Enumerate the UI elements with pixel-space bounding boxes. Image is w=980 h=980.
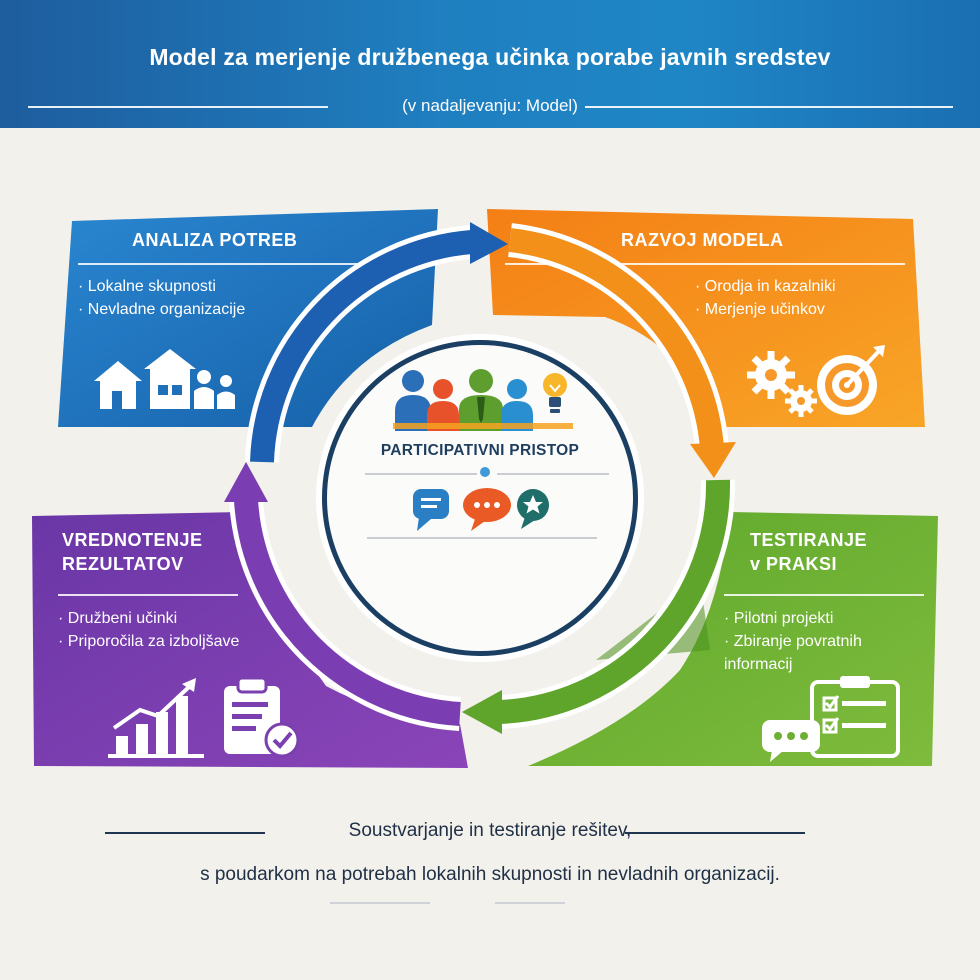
footer-divider-bottom-right	[495, 902, 565, 904]
panel-razvoj-divider	[505, 263, 905, 265]
list-item: Družbeni učinki	[58, 607, 239, 630]
page-subtitle: (v nadaljevanju: Model)	[402, 96, 578, 115]
panel-testiranje-title-line2: v PRAKSI	[750, 554, 838, 574]
center-divider-right	[497, 473, 609, 475]
header-banner: Model za merjenje družbenega učinka pora…	[0, 0, 980, 128]
list-item: Zbiranje povratnih	[724, 630, 862, 653]
panel-vrednotenje-list: Družbeni učinki Priporočila za izboljšav…	[58, 607, 240, 653]
panel-testiranje-divider	[724, 594, 924, 596]
footer-divider-right	[625, 832, 805, 834]
footer-line-1: Soustvarjanje in testiranje rešitev,	[348, 820, 632, 841]
center-title: PARTICIPATIVNI PRISTOP	[380, 442, 580, 459]
footer-divider-bottom-left	[330, 902, 430, 904]
list-item: Lokalne skupnosti	[78, 275, 245, 298]
panel-razvoj-title: RAZVOJ MODELA	[621, 230, 784, 250]
list-item: Priporočila za izboljšave	[58, 630, 240, 653]
speech-bubbles-icon	[409, 485, 559, 540]
footer-divider-left	[105, 832, 265, 834]
panel-vrednotenje-title-line1: VREDNOTENJE	[62, 530, 203, 550]
page-title: Model za merjenje družbenega učinka pora…	[149, 44, 831, 70]
header-divider-right	[585, 106, 953, 108]
center-circle: PARTICIPATIVNI PRISTOP	[322, 340, 638, 656]
panel-vrednotenje-title-line2: REZULTATOV	[62, 554, 184, 574]
people-lightbulb-icon	[393, 367, 573, 436]
panel-razvoj-list: Orodja in kazalniki Merjenje učinkov	[695, 275, 836, 321]
header-divider-left	[28, 106, 328, 108]
panel-analiza-title: ANALIZA POTREB	[132, 230, 298, 250]
panel-testiranje-item-continuation: informacij	[724, 656, 793, 673]
panel-testiranje-list: Pilotni projekti Zbiranje povratnih	[724, 607, 862, 653]
list-item: Merjenje učinkov	[695, 298, 836, 321]
list-item: Nevladne organizacije	[78, 298, 245, 321]
list-item: Orodja in kazalniki	[695, 275, 836, 298]
center-divider-top	[365, 473, 477, 475]
pin-icon	[480, 467, 490, 477]
panel-analiza-list: Lokalne skupnosti Nevladne organizacije	[78, 275, 245, 321]
list-item: Pilotni projekti	[724, 607, 862, 630]
footer-line-2: s poudarkom na potrebah lokalnih skupnos…	[200, 864, 780, 885]
center-divider-bottom	[367, 537, 597, 539]
panel-analiza-divider	[78, 263, 408, 265]
panel-vrednotenje-divider	[58, 594, 238, 596]
panel-testiranje-title-line1: TESTIRANJE	[750, 530, 868, 550]
